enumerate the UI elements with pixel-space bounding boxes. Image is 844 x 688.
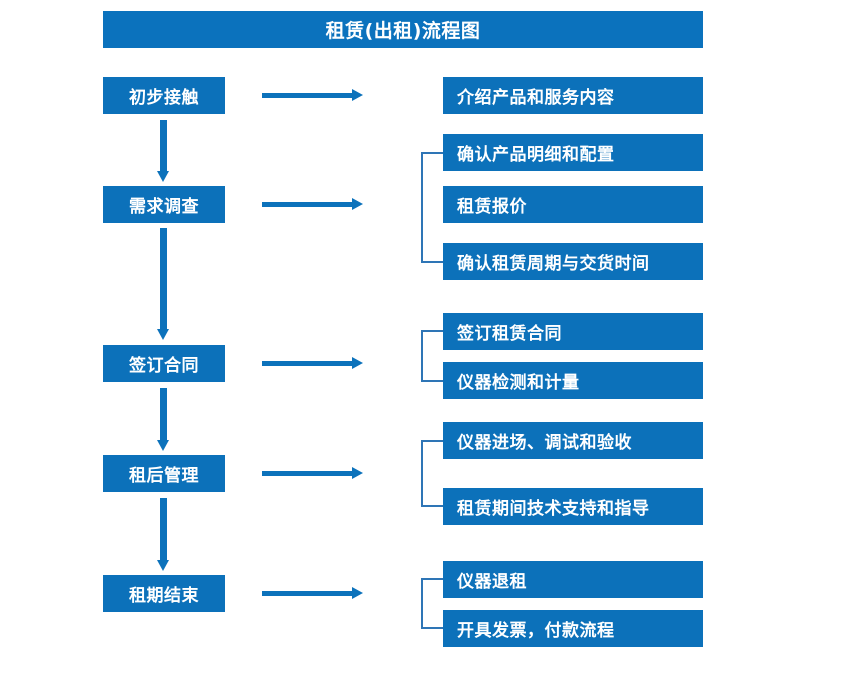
group-bracket-4: [421, 440, 443, 507]
task-node-5-2[interactable]: 开具发票，付款流程: [443, 610, 703, 647]
horizontal-arrow-group-2: [262, 198, 363, 210]
task-node-2-1[interactable]: 确认产品明细和配置: [443, 134, 703, 171]
group-bracket-2: [421, 152, 443, 263]
horizontal-arrow-group-5: [262, 587, 363, 599]
stage-node-3[interactable]: 签订合同: [103, 345, 225, 382]
task-node-4-1[interactable]: 仪器进场、调试和验收: [443, 422, 703, 459]
vertical-arrow-1-to-2: [157, 120, 169, 182]
vertical-arrow-4-to-5: [157, 498, 169, 571]
vertical-arrow-3-to-4: [157, 388, 169, 451]
task-node-5-1[interactable]: 仪器退租: [443, 561, 703, 598]
task-node-4-2[interactable]: 租赁期间技术支持和指导: [443, 488, 703, 525]
horizontal-arrow-group-4: [262, 467, 363, 479]
horizontal-arrow-group-1: [262, 89, 363, 101]
diagram-title: 租赁(出租)流程图: [103, 11, 703, 48]
task-node-3-1[interactable]: 签订租赁合同: [443, 313, 703, 350]
task-node-1-1[interactable]: 介绍产品和服务内容: [443, 77, 703, 114]
stage-node-2[interactable]: 需求调查: [103, 186, 225, 223]
task-node-2-2[interactable]: 租赁报价: [443, 186, 703, 223]
group-bracket-5: [421, 578, 443, 629]
group-bracket-3: [421, 330, 443, 382]
vertical-arrow-2-to-3: [157, 228, 169, 340]
stage-node-4[interactable]: 租后管理: [103, 455, 225, 492]
stage-node-1[interactable]: 初步接触: [103, 77, 225, 114]
horizontal-arrow-group-3: [262, 357, 363, 369]
stage-node-5[interactable]: 租期结束: [103, 575, 225, 612]
task-node-3-2[interactable]: 仪器检测和计量: [443, 362, 703, 399]
task-node-2-3[interactable]: 确认租赁周期与交货时间: [443, 243, 703, 280]
